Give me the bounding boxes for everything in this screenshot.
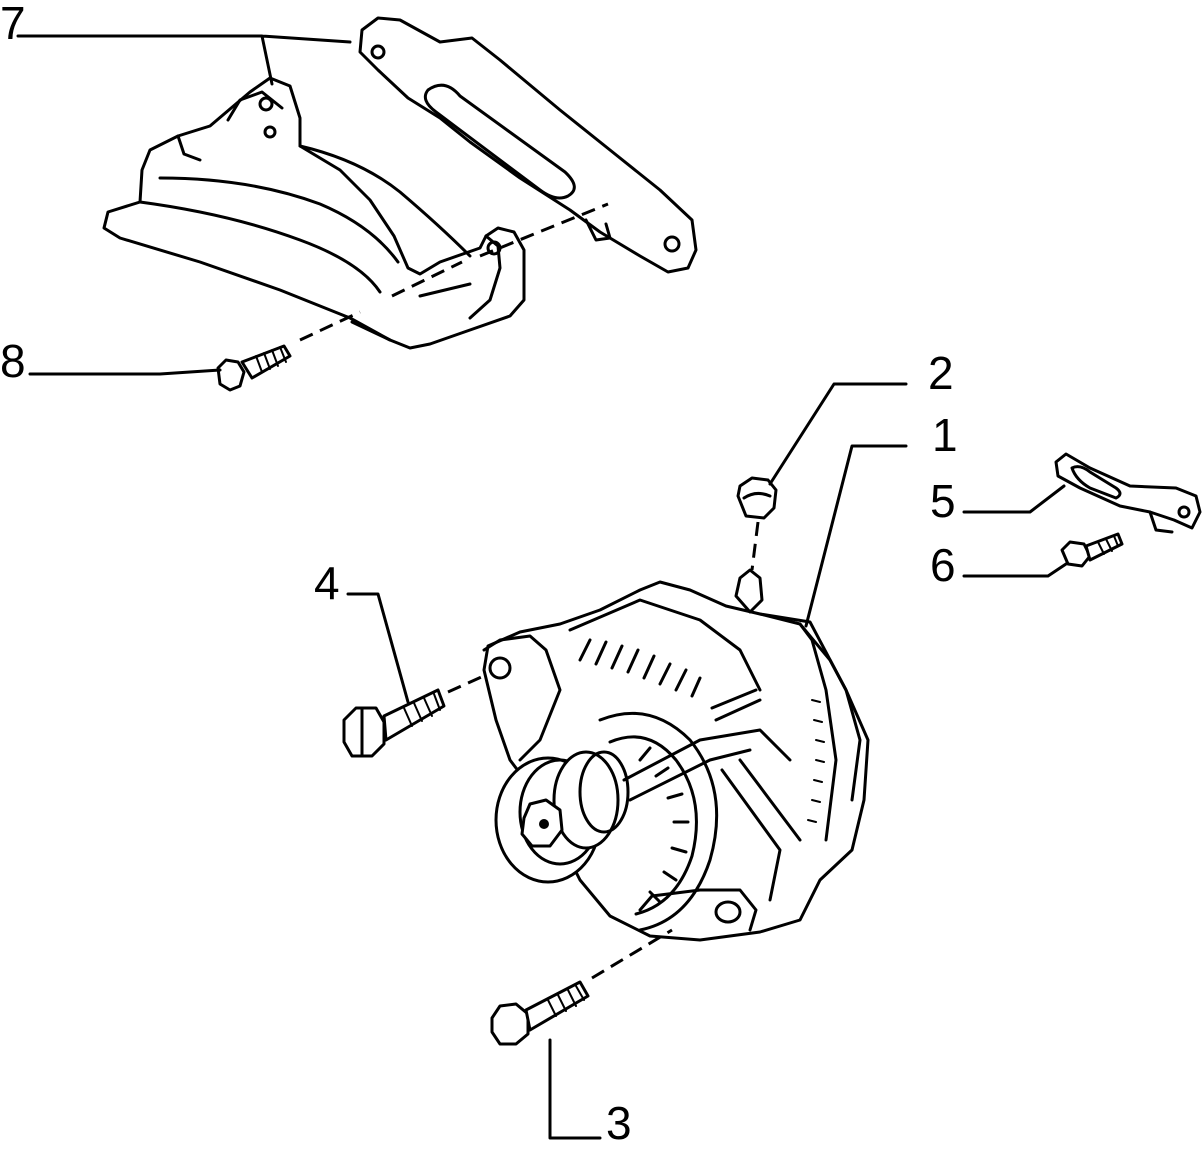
leader-3 bbox=[548, 1038, 602, 1140]
leader-1 bbox=[804, 444, 908, 628]
part-2-axis-line bbox=[750, 521, 760, 571]
part-8-axis-line bbox=[299, 202, 609, 342]
part-3-bolt bbox=[490, 980, 590, 1046]
part-4-axis-line bbox=[447, 672, 489, 694]
part-2-nut bbox=[736, 476, 778, 520]
leader-2 bbox=[768, 382, 908, 486]
callout-7: 7 bbox=[0, 0, 26, 49]
part-8-bolt bbox=[216, 344, 292, 392]
callout-6: 6 bbox=[930, 539, 956, 591]
callout-1: 1 bbox=[932, 409, 958, 461]
leader-7 bbox=[16, 34, 352, 86]
leader-5 bbox=[962, 484, 1066, 514]
callout-4: 4 bbox=[314, 557, 340, 609]
part-4-bolt bbox=[342, 688, 446, 758]
leader-lines bbox=[16, 34, 1068, 1140]
part-5-bracket bbox=[1054, 452, 1202, 534]
callout-3: 3 bbox=[606, 1097, 632, 1149]
callout-8: 8 bbox=[0, 335, 26, 387]
part-3-axis-line bbox=[591, 928, 673, 980]
leader-8 bbox=[28, 368, 222, 376]
part-6-screw bbox=[1060, 532, 1124, 568]
leader-6 bbox=[962, 562, 1068, 578]
leader-4 bbox=[346, 592, 410, 704]
part-1-alternator bbox=[482, 568, 870, 942]
callout-5: 5 bbox=[930, 475, 956, 527]
callout-2: 2 bbox=[928, 347, 954, 399]
part-7-bracket-shield bbox=[102, 16, 698, 350]
